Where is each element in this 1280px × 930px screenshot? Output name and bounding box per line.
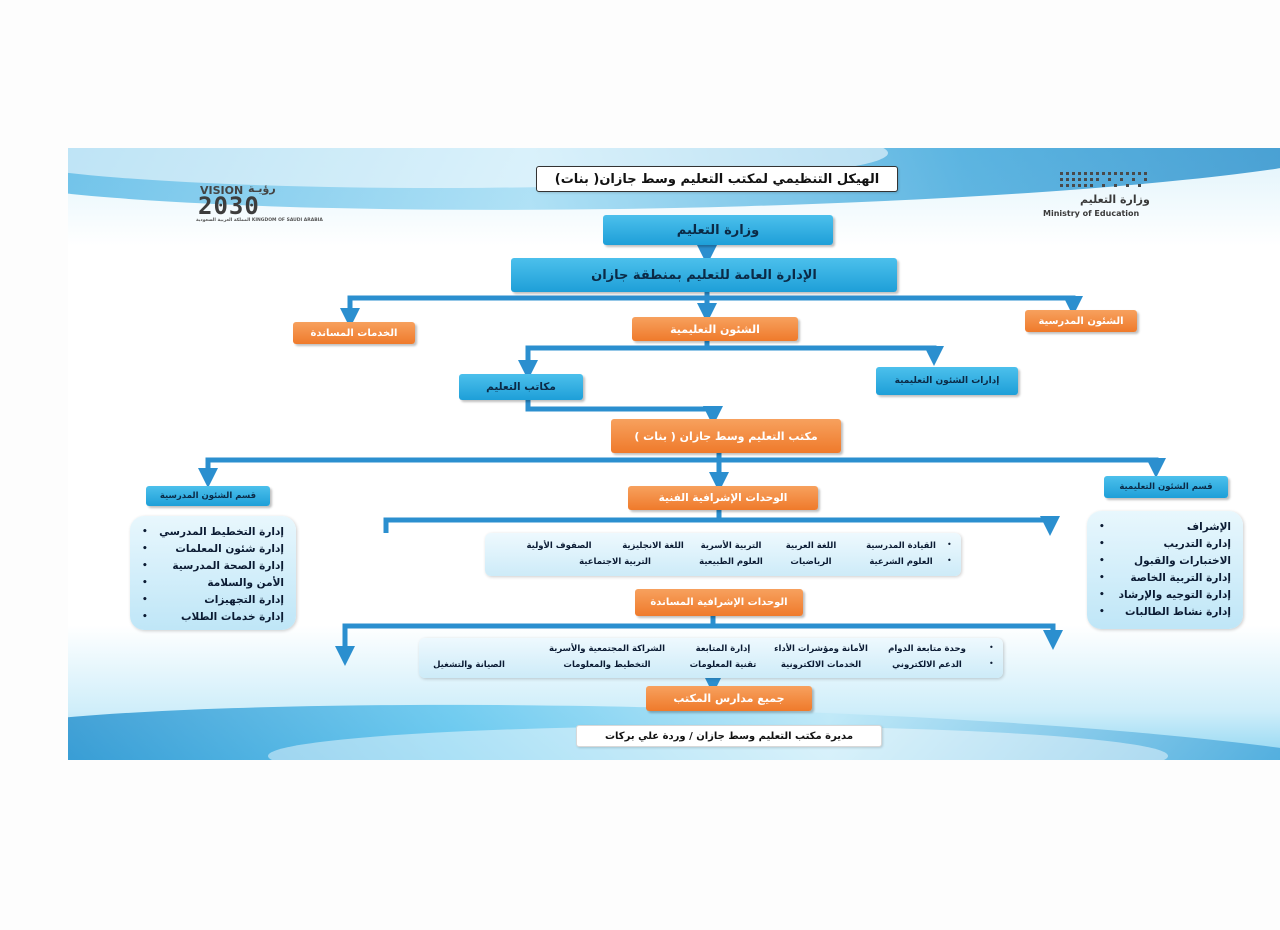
educational-affairs-item-label: إدارة التدريب: [1163, 538, 1231, 550]
educational-affairs-item-label: إدارة نشاط الطالبات: [1124, 606, 1231, 618]
support-unit-item: التخطيط والمعلومات: [563, 660, 651, 670]
school-affairs-item-label: إدارة التجهيزات: [204, 594, 284, 606]
educational-affairs-item-label: إدارة التربية الخاصة: [1130, 572, 1231, 584]
bullet-icon: •: [1099, 573, 1105, 583]
connector-central-branches: [205, 457, 1166, 478]
technical-unit-item: الصفوف الأولية: [526, 541, 592, 551]
support-unit-item: الأمانة ومؤشرات الأداء: [774, 644, 868, 654]
school-affairs-item: إدارة شئون المعلمات •: [142, 541, 284, 558]
node-central-jazan-office: مكتب التعليم وسط جازان ( بنات ): [611, 419, 841, 453]
node-general-administration: الإدارة العامة للتعليم بمنطقة جازان: [511, 258, 897, 292]
educational-affairs-item-label: الاختبارات والقبول: [1134, 555, 1231, 567]
school-affairs-item: الأمن والسلامة •: [142, 575, 284, 592]
school-affairs-item-label: إدارة شئون المعلمات: [175, 543, 284, 555]
bullet-icon: •: [142, 578, 148, 588]
technical-unit-item: القيادة المدرسية: [866, 541, 936, 551]
school-affairs-item: إدارة الصحة المدرسية •: [142, 558, 284, 575]
educational-affairs-list: الإشراف•إدارة التدريب•الاختبارات والقبول…: [1099, 519, 1231, 621]
bullet-icon: •: [1099, 590, 1105, 600]
educational-affairs-item: إدارة التدريب •: [1099, 536, 1231, 553]
bullet-icon: •: [1099, 539, 1105, 549]
technical-unit-item: العلوم الشرعية: [869, 557, 933, 567]
bullet-icon: •: [1099, 607, 1105, 617]
bullet-icon: •: [142, 612, 148, 622]
educational-affairs-item: الاختبارات والقبول •: [1099, 553, 1231, 570]
connector-educational-split: [525, 345, 944, 366]
technical-unit-item: التربية الأسرية: [700, 541, 762, 551]
educational-affairs-list-box: الإشراف•إدارة التدريب•الاختبارات والقبول…: [1087, 511, 1243, 629]
node-school-affairs-department: قسم الشئون المدرسية: [146, 486, 270, 506]
support-unit-item: إدارة المتابعة: [695, 644, 751, 654]
educational-affairs-item: إدارة نشاط الطالبات •: [1099, 604, 1231, 621]
technical-unit-item: الرياضيات: [790, 557, 832, 567]
educational-affairs-item: الإشراف •: [1099, 519, 1231, 536]
node-support-services: الخدمات المساندة: [293, 322, 415, 344]
school-affairs-item: إدارة التخطيط المدرسي •: [142, 524, 284, 541]
node-technical-supervisory-units: الوحدات الإشرافية الفنية: [628, 486, 818, 510]
school-affairs-item-label: إدارة التخطيط المدرسي: [159, 526, 284, 538]
vision-logo-year: 2030: [198, 192, 260, 220]
bullet-icon: •: [947, 540, 952, 549]
connector-general-branches: [347, 295, 1083, 316]
ministry-logo-dots-icon: [1060, 172, 1147, 187]
node-all-schools: جميع مدارس المكتب: [646, 686, 812, 711]
bullet-icon: •: [989, 643, 994, 652]
bullet-icon: •: [142, 527, 148, 537]
support-unit-item: وحدة متابعة الدوام: [888, 644, 966, 654]
connector-offices-central: [525, 400, 723, 426]
bullet-icon: •: [142, 595, 148, 605]
technical-unit-item: اللغة العربية: [785, 541, 837, 551]
school-affairs-item-label: إدارة خدمات الطلاب: [180, 611, 284, 623]
node-school-affairs: الشئون المدرسية: [1025, 310, 1137, 332]
support-unit-item: الشراكة المجتمعية والأسرية: [548, 644, 666, 654]
educational-affairs-item: إدارة التوجيه والإرشاد •: [1099, 587, 1231, 604]
technical-unit-item: اللغة الانجليزية: [622, 541, 684, 551]
school-affairs-item: إدارة خدمات الطلاب •: [142, 609, 284, 626]
bullet-icon: •: [989, 659, 994, 668]
chart-title: الهيكل التنظيمي لمكتب التعليم وسط جازان(…: [536, 166, 898, 192]
bullet-icon: •: [142, 544, 148, 554]
vision-logo-arabic: رؤيـة: [248, 182, 276, 195]
bullet-icon: •: [947, 556, 952, 565]
node-support-supervisory-units: الوحدات الإشرافية المساندة: [635, 589, 803, 616]
bullet-icon: •: [142, 561, 148, 571]
node-educational-affairs-administrations: إدارات الشئون التعليمية: [876, 367, 1018, 395]
technical-unit-item: العلوم الطبيعية: [699, 557, 763, 567]
node-educational-affairs-department: قسم الشئون التعليمية: [1104, 476, 1228, 498]
educational-affairs-item-label: إدارة التوجيه والإرشاد: [1118, 589, 1231, 601]
support-unit-item: الصيانة والتشغيل: [433, 660, 505, 670]
educational-affairs-item: إدارة التربية الخاصة •: [1099, 570, 1231, 587]
technical-unit-item: التربية الاجتماعية: [579, 557, 651, 567]
connector-lines: [198, 245, 1166, 694]
bullet-icon: •: [1099, 556, 1105, 566]
support-unit-item: الدعم الالكتروني: [892, 660, 962, 670]
support-units-grid: • وحدة متابعة الدوام الأمانة ومؤشرات الأدا…: [419, 638, 1003, 678]
connector-technical-split: [383, 516, 1060, 536]
node-education-offices: مكاتب التعليم: [459, 374, 583, 400]
educational-affairs-item-label: الإشراف: [1186, 521, 1231, 533]
node-ministry: وزارة التعليم: [603, 215, 833, 245]
school-affairs-item-label: إدارة الصحة المدرسية: [172, 560, 284, 572]
support-unit-item: الخدمات الالكترونية: [780, 660, 862, 670]
technical-units-grid: • القيادة المدرسية اللغة العربية التربية ال…: [485, 533, 961, 576]
ministry-logo-english: Ministry of Education: [1043, 209, 1140, 218]
school-affairs-list: إدارة التخطيط المدرسي•إدارة شئون المعلما…: [142, 524, 284, 626]
vision-logo-word: VISION: [200, 184, 244, 197]
school-affairs-item-label: الأمن والسلامة: [207, 577, 284, 589]
vision-logo-subtitle: المملكة العربية السعودية KINGDOM OF SAUD…: [196, 218, 323, 223]
director-signature: مديرة مكتب التعليم وسط جازان / وردة علي …: [576, 725, 882, 747]
org-chart-poster: الهيكل التنظيمي لمكتب التعليم وسط جازان(…: [68, 148, 1280, 760]
node-educational-affairs: الشئون التعليمية: [632, 317, 798, 341]
bullet-icon: •: [1099, 522, 1105, 532]
ministry-logo-arabic: وزارة التعليم: [1080, 193, 1150, 206]
support-unit-item: تقنية المعلومات: [689, 660, 757, 670]
school-affairs-item: إدارة التجهيزات •: [142, 592, 284, 609]
school-affairs-list-box: إدارة التخطيط المدرسي•إدارة شئون المعلما…: [130, 516, 296, 630]
